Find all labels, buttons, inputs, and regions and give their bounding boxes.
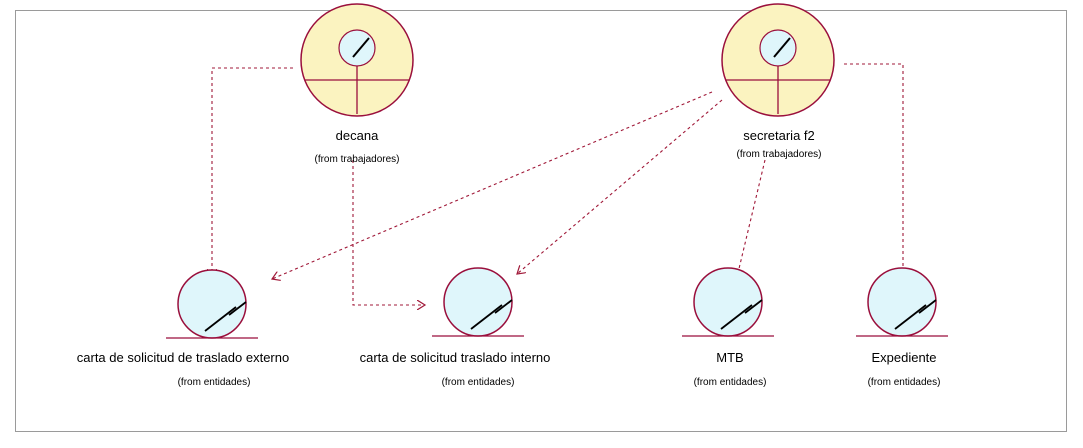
dependency-secretaria-interno[interactable]: [517, 99, 723, 274]
dependency-secretaria-mtb[interactable]: [737, 159, 766, 277]
entity-package: (from entidades): [694, 377, 767, 388]
entity-name: carta de solicitud traslado interno: [360, 350, 551, 365]
entity-package: (from entidades): [178, 377, 251, 388]
worker-secretaria-f2[interactable]: secretaria f2 (from trabajadores): [721, 3, 835, 160]
dependency-secretaria-expediente[interactable]: [844, 63, 903, 277]
entity-package: (from entidades): [442, 377, 515, 388]
business-entity-icon: [856, 267, 948, 337]
entity-package: (from entidades): [868, 377, 941, 388]
worker-name: decana: [336, 128, 379, 143]
worker-package: (from trabajadores): [314, 154, 399, 165]
entity-name: carta de solicitud de traslado externo: [77, 350, 289, 365]
entity-expediente[interactable]: Expediente (from entidades): [856, 267, 948, 388]
entity-carta-interno[interactable]: carta de solicitud traslado interno (fro…: [360, 267, 551, 388]
entity-name: Expediente: [871, 350, 936, 365]
entity-carta-externo[interactable]: carta de solicitud de traslado externo (…: [77, 269, 289, 388]
business-entity-icon: [432, 267, 524, 337]
dependency-decana-externo[interactable]: [212, 67, 293, 277]
diagram-frame: [15, 10, 1067, 432]
entity-mtb[interactable]: MTB (from entidades): [682, 267, 774, 388]
dependency-decana-interno[interactable]: [352, 160, 425, 305]
dependency-secretaria-externo[interactable]: [272, 91, 713, 279]
worker-package: (from trabajadores): [736, 149, 821, 160]
worker-name: secretaria f2: [743, 128, 815, 143]
worker-decana[interactable]: decana (from trabajadores): [300, 3, 414, 165]
dependency-edges: [212, 63, 903, 305]
entity-name: MTB: [716, 350, 743, 365]
business-entity-icon: [682, 267, 774, 337]
business-entity-icon: [166, 269, 258, 339]
business-worker-icon: [300, 3, 414, 117]
business-worker-icon: [721, 3, 835, 117]
